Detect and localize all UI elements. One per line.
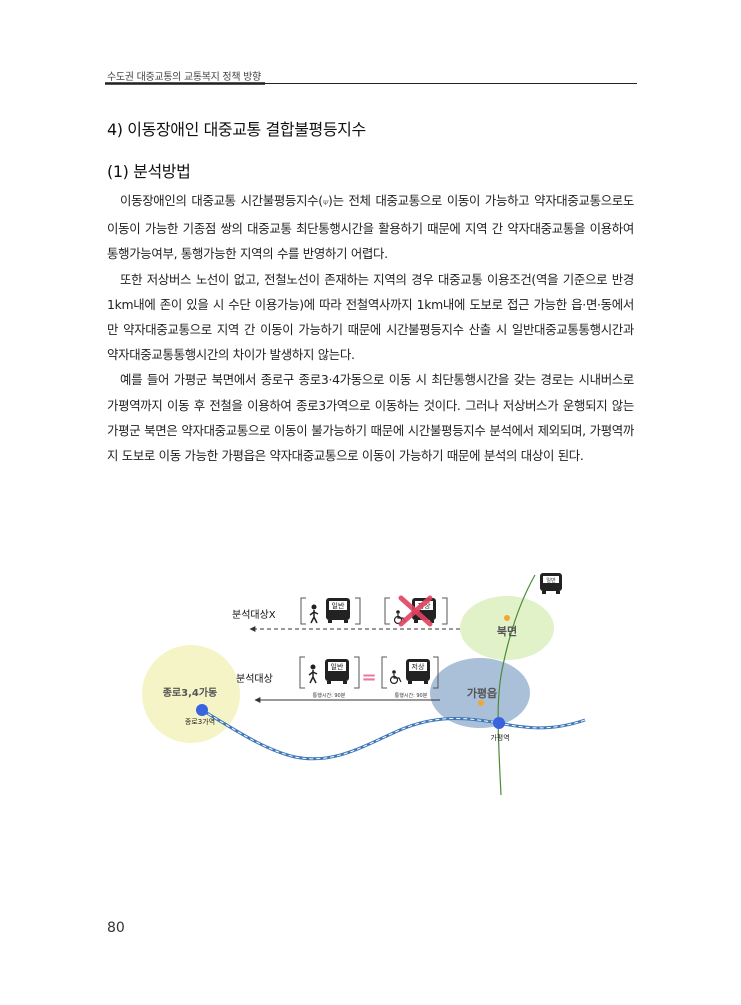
travel-time-regular: 통행시간: 90분 (313, 692, 346, 699)
bus-icon-top: 일반 (540, 573, 562, 594)
rail-line-green (497, 574, 536, 796)
bus-regular-label-bottom: 일반 (331, 662, 344, 671)
panel-lowfloor-top: 저상 (384, 595, 448, 627)
paragraph-1-start: 이동장애인의 대중교통 시간불평등지수( (120, 193, 323, 208)
paragraph-1-end: )는 전체 대중교통으로 이동이 가능하고 약자대중교통으로도 이동이 가능한 … (107, 193, 634, 262)
area-jongno-label: 종로3,4가동 (163, 686, 218, 699)
lowfloor-bus-icon: 저상 (406, 659, 430, 684)
panel-regular-bottom: 일반 통행시간: 90분 (299, 656, 360, 699)
label-excluded: 분석대상X (232, 609, 276, 621)
bus-lowfloor-label-bottom: 저상 (412, 662, 425, 671)
regular-bus-icon: 일반 (326, 598, 350, 623)
walking-person-icon (309, 604, 319, 624)
body-text: 이동장애인의 대중교통 시간불평등지수(Ψ)는 전체 대중교통으로 이동이 가능… (107, 188, 634, 468)
bukmyeon-dot (504, 615, 510, 621)
panel-lowfloor-bottom: 저상 통행시간: 90분 (381, 656, 439, 699)
paragraph-1: 이동장애인의 대중교통 시간불평등지수(Ψ)는 전체 대중교통으로 이동이 가능… (107, 188, 634, 267)
walking-person-icon (308, 664, 318, 684)
paragraph-3: 예를 들어 가평군 북면에서 종로구 종로3·4가동으로 이동 시 최단통행시간… (107, 372, 634, 464)
station-gapyeong-label: 가평역 (490, 733, 509, 742)
station-jongno3ga-label: 종로3가역 (185, 717, 215, 726)
station-jongno3ga-marker (196, 704, 208, 716)
not-available-x-icon (398, 595, 433, 627)
subsection-title: (1) 분석방법 (107, 162, 191, 181)
area-gapyeongeup-label: 가평읍 (467, 686, 497, 700)
area-bukmyeon-label: 북면 (497, 624, 517, 638)
area-gapyeongeup (430, 658, 530, 728)
rail-line-blue (201, 708, 586, 761)
header-rule (105, 83, 637, 84)
area-bukmyeon (460, 596, 554, 660)
equals-sign: = (361, 667, 376, 688)
panel-regular-top: 일반 (300, 597, 361, 625)
station-gapyeong-marker (493, 717, 505, 729)
label-included: 분석대상 (236, 673, 273, 685)
section-title: 4) 이동장애인 대중교통 결합불평등지수 (107, 120, 366, 139)
wheelchair-icon (389, 670, 402, 685)
page-number: 80 (107, 920, 125, 936)
travel-time-lowfloor: 통행시간: 90분 (395, 692, 428, 699)
gapyeongeup-dot (478, 700, 484, 706)
accessibility-diagram: 일반 분석대상X 일반 저상 (142, 573, 586, 796)
index-symbol: Ψ (322, 199, 329, 207)
running-header: 수도권 대중교통의 교통복지 정책 방향 (107, 72, 261, 83)
bus-top-label: 일반 (546, 577, 556, 584)
bus-regular-label-top: 일반 (332, 601, 345, 610)
regular-bus-icon: 일반 (325, 659, 349, 684)
paragraph-2: 또한 저상버스 노선이 없고, 전철노선이 존재하는 지역의 경우 대중교통 이… (107, 271, 634, 363)
